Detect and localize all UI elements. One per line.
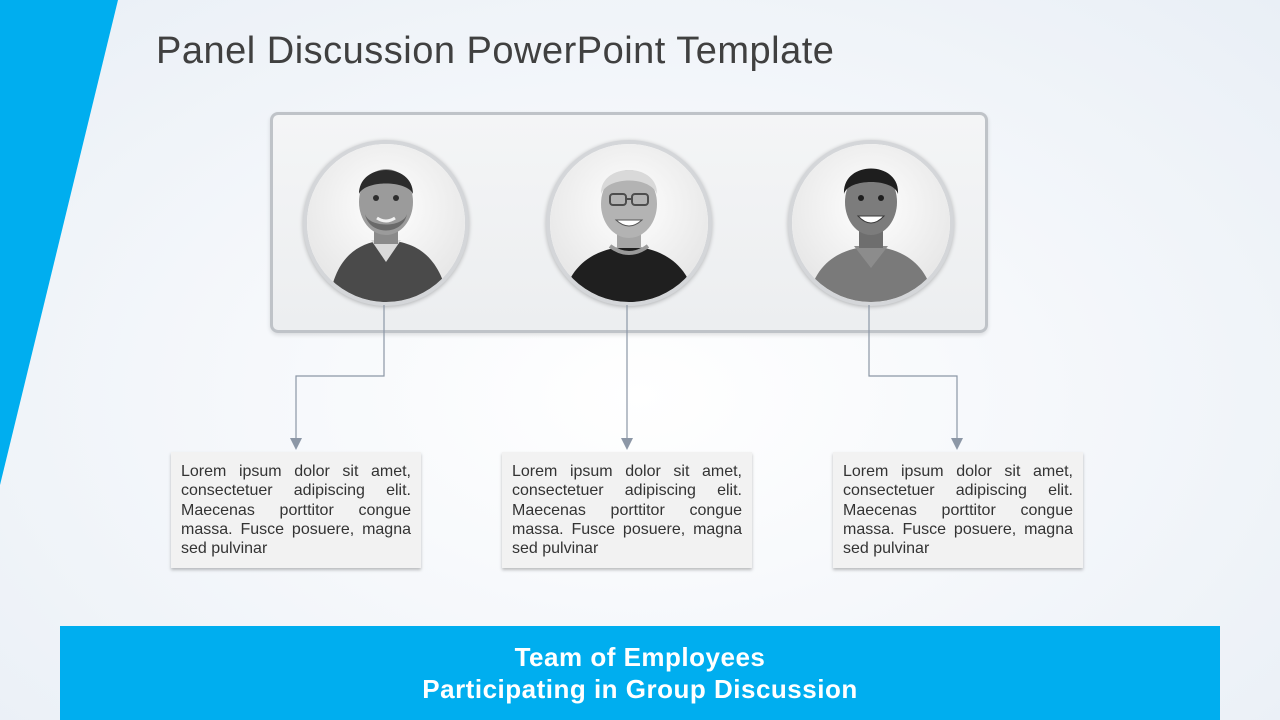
person-portrait-icon: [307, 144, 465, 302]
panelist-description-3: Lorem ipsum dolor sit amet, consectetuer…: [833, 452, 1083, 568]
person-portrait-icon: [792, 144, 950, 302]
panelist-description-2: Lorem ipsum dolor sit amet, consectetuer…: [502, 452, 752, 568]
panelist-portrait-2: [546, 140, 712, 306]
banner-line-2: Participating in Group Discussion: [422, 674, 858, 704]
banner-line-1: Team of Employees: [514, 642, 766, 672]
panelist-description-1: Lorem ipsum dolor sit amet, consectetuer…: [171, 452, 421, 568]
footer-banner: Team of Employees Participating in Group…: [60, 626, 1220, 720]
panelist-portrait-3: [788, 140, 954, 306]
panelist-portrait-1: [303, 140, 469, 306]
person-portrait-icon: [550, 144, 708, 302]
slide-title: Panel Discussion PowerPoint Template: [156, 30, 835, 72]
